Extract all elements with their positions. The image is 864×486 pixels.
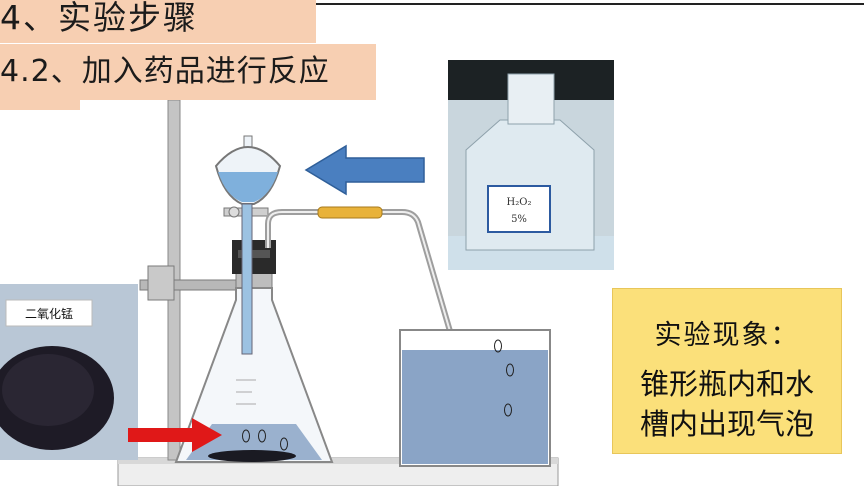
- conical-flask: [174, 287, 334, 463]
- bottle-label-formula: H₂O₂: [507, 197, 532, 208]
- observation-line-2: 槽内出现气泡: [639, 407, 814, 441]
- mno2-label: 二氧化锰: [25, 306, 73, 321]
- separatory-funnel: [214, 135, 282, 355]
- section-title: 4、实验步骤: [0, 0, 316, 43]
- h2o2-bottle-photo: [448, 60, 614, 270]
- observation-heading: 实验现象：: [654, 320, 800, 351]
- water-trough: [399, 329, 551, 467]
- mno2-photo: [0, 284, 138, 460]
- blue-arrow-icon: [304, 144, 425, 196]
- bottle-label-concentration: 5%: [511, 214, 527, 225]
- observation-box: 实验现象： 锥形瓶内和水 槽内出现气泡: [612, 288, 842, 454]
- step-title: 4.2、加入药品进行反应: [0, 54, 330, 89]
- title-wedge: [0, 100, 80, 110]
- step-title-box: 4.2、加入药品进行反应: [0, 44, 376, 110]
- top-border-line: [316, 3, 864, 5]
- red-arrow-icon: [128, 418, 222, 452]
- observation-line-1: 锥形瓶内和水: [639, 367, 814, 401]
